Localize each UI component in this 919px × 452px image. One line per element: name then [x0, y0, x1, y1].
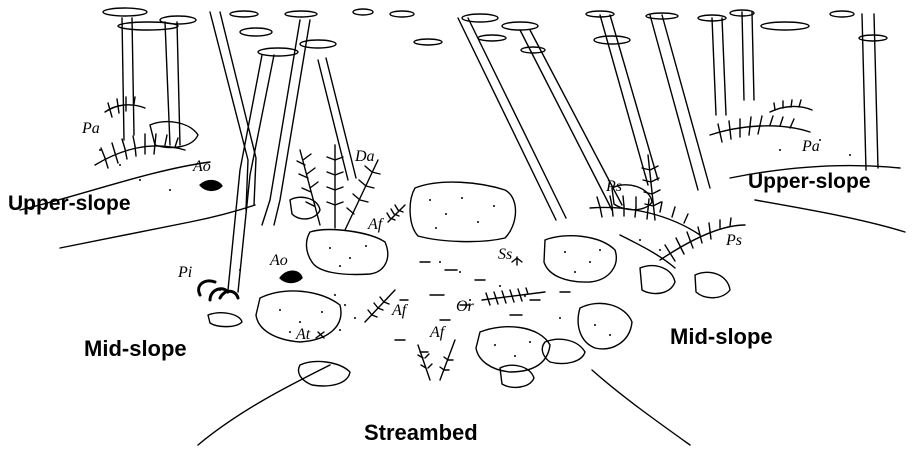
species-label-ao-lower: Ao — [270, 252, 288, 270]
fern-ps — [590, 155, 745, 268]
species-label-pi: Pi — [178, 264, 192, 282]
rocks — [150, 122, 730, 388]
zone-label-mid-slope-left: Mid-slope — [84, 336, 187, 362]
stream-water — [395, 262, 570, 352]
zone-label-streambed: Streambed — [364, 420, 478, 446]
species-label-ao-upper: Ao — [193, 158, 211, 176]
species-label-af-top: Af — [368, 216, 382, 234]
species-label-pa-right: Pa — [802, 138, 820, 156]
species-label-ps-lower: Ps — [726, 232, 742, 250]
species-label-at: At — [296, 326, 310, 344]
species-label-af-bottom: Af — [430, 324, 444, 342]
left-tree-trunks — [122, 12, 356, 292]
fern-pa-left — [95, 97, 185, 168]
species-label-af-mid: Af — [392, 302, 406, 320]
species-label-ps-upper: Ps — [606, 178, 622, 196]
species-label-ss: Ss — [498, 246, 512, 264]
zone-label-mid-slope-right: Mid-slope — [670, 324, 773, 350]
species-label-da: Da — [355, 148, 375, 166]
species-label-or: Or — [456, 298, 474, 316]
species-label-pa-left: Pa — [82, 120, 100, 138]
zone-label-upper-slope-left: Upper-slope — [8, 192, 131, 216]
zone-label-upper-slope-right: Upper-slope — [748, 170, 871, 194]
